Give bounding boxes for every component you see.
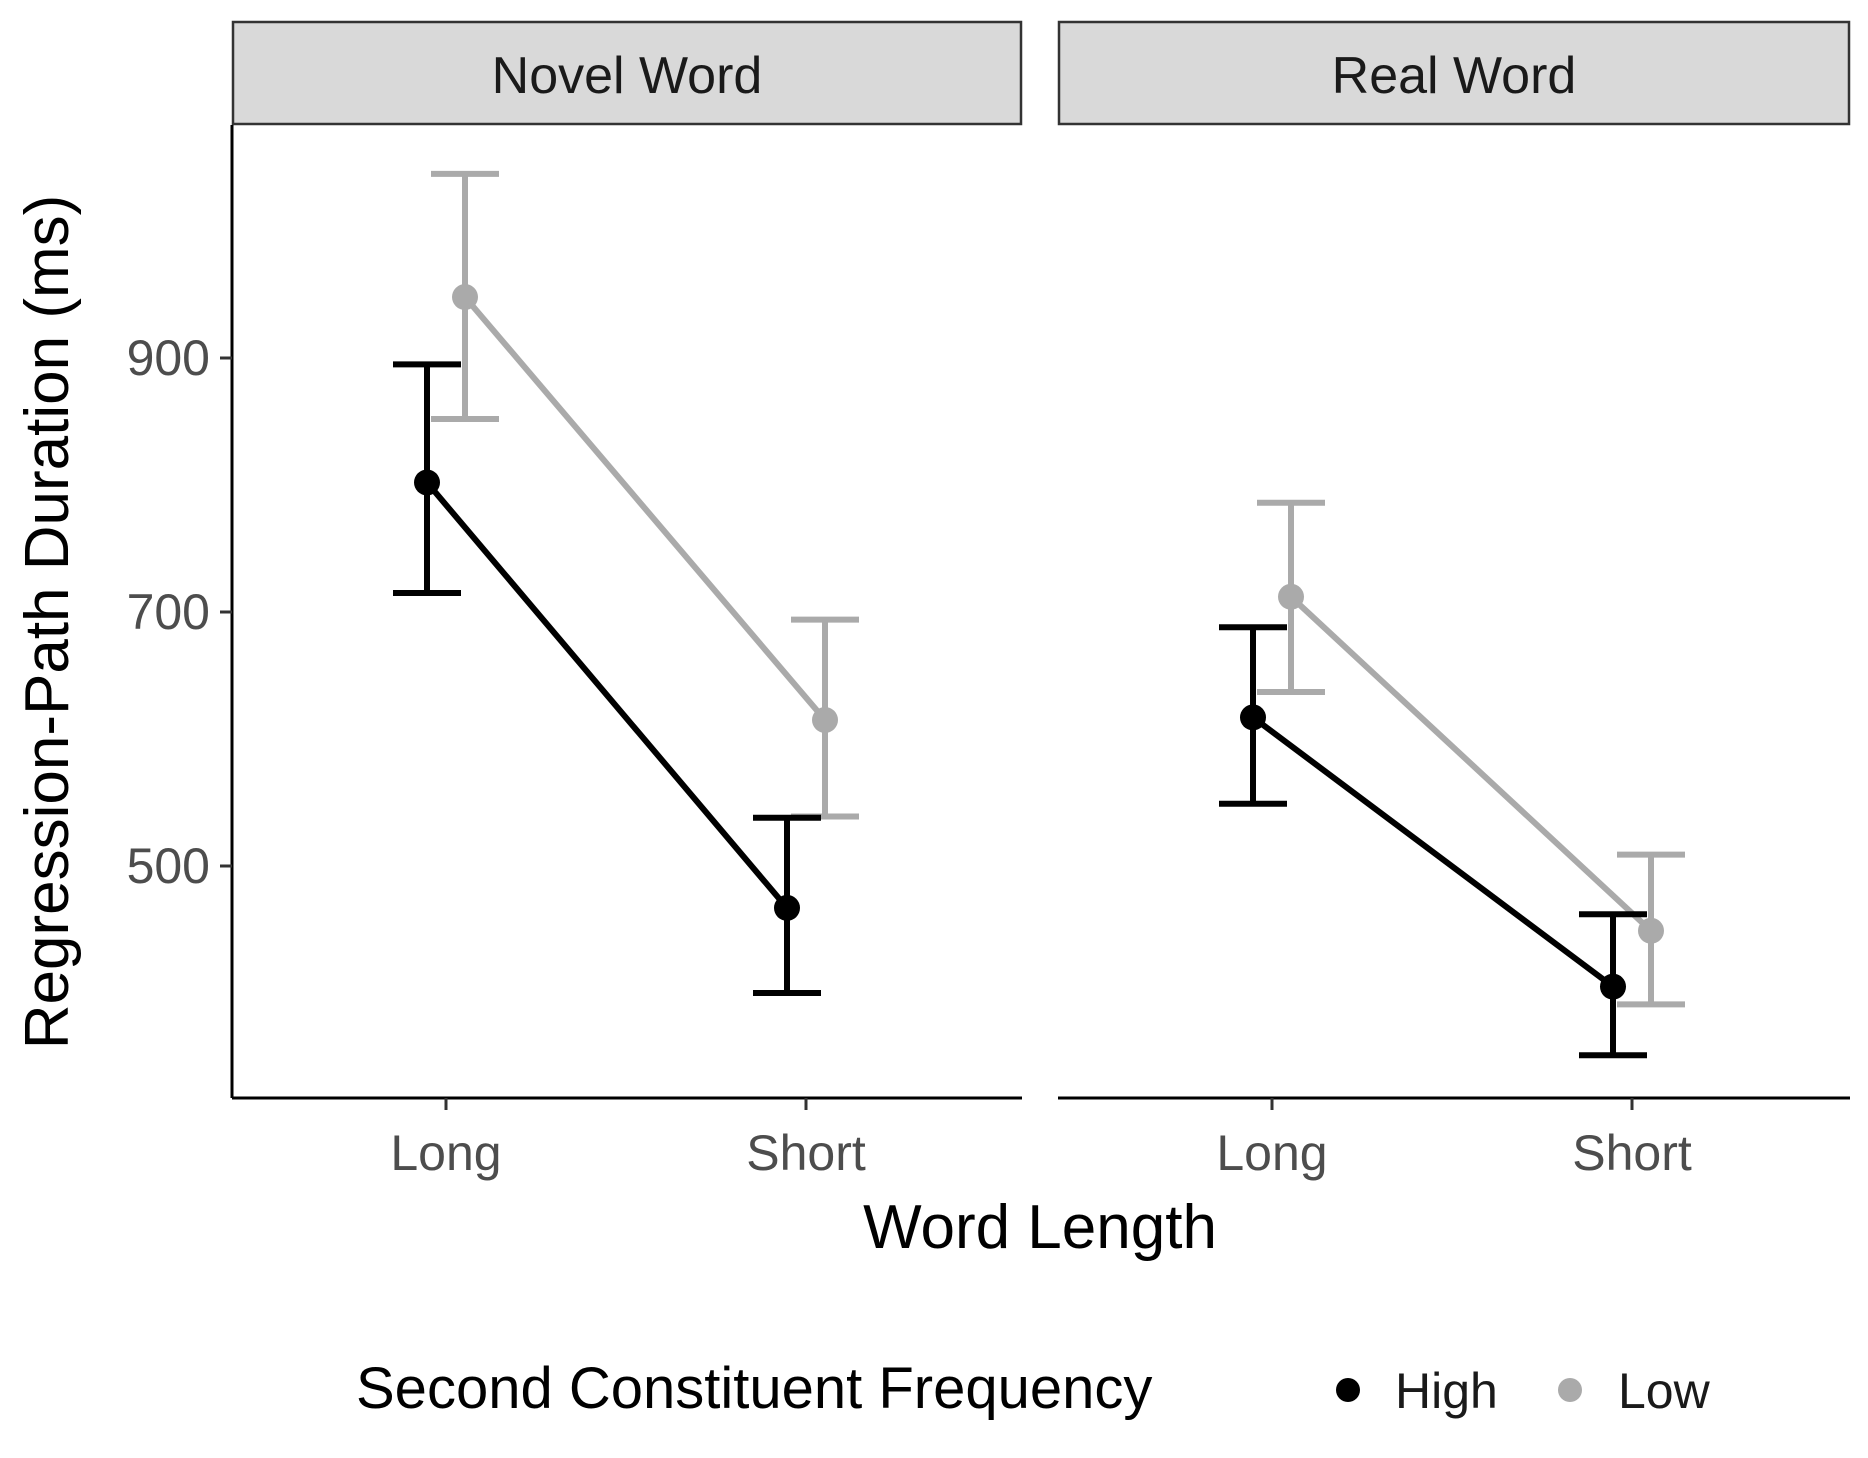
- series-line-low: [1288, 594, 1654, 933]
- series-line-high: [424, 480, 790, 910]
- y-tick-label: 500: [127, 838, 210, 894]
- data-marks: [393, 170, 1685, 1059]
- facet-label-1: Real Word: [1332, 47, 1577, 105]
- legend-key-high: [1336, 1378, 1360, 1402]
- legend: Second Constituent Frequency High Low: [356, 1356, 1711, 1421]
- series-line-low: [462, 295, 828, 722]
- legend-key-low: [1558, 1378, 1582, 1402]
- facet-label-0: Novel Word: [492, 47, 763, 105]
- data-point-high: [414, 469, 440, 496]
- facet-strips: Novel Word Real Word: [231, 20, 1851, 126]
- series-line-high: [1251, 715, 1615, 990]
- x-tick-label: Short: [1572, 1125, 1692, 1181]
- y-tick-label: 700: [127, 584, 210, 640]
- x-tick-label: Short: [746, 1125, 866, 1181]
- data-point-high: [1240, 704, 1266, 731]
- data-point-low: [452, 284, 478, 311]
- legend-label-high: High: [1395, 1363, 1498, 1419]
- x-tick-label: Long: [390, 1125, 501, 1181]
- facet-strip-1: [1057, 20, 1851, 126]
- data-point-high: [774, 894, 800, 921]
- data-point-low: [812, 706, 838, 733]
- axes: [220, 125, 1850, 1110]
- tick-labels: Long Short Long Short 500 700 900: [127, 330, 1692, 1181]
- data-point-low: [1638, 917, 1664, 944]
- x-tick-label: Long: [1216, 1125, 1327, 1181]
- legend-label-low: Low: [1618, 1363, 1711, 1419]
- data-point-high: [1600, 973, 1626, 1000]
- y-tick-label: 900: [127, 330, 210, 386]
- data-point-low: [1278, 583, 1304, 610]
- legend-title: Second Constituent Frequency: [356, 1356, 1152, 1421]
- y-axis-title: Regression-Path Duration (ms): [13, 195, 82, 1050]
- x-axis-title: Word Length: [863, 1193, 1217, 1262]
- facet-strip-0: [231, 20, 1023, 126]
